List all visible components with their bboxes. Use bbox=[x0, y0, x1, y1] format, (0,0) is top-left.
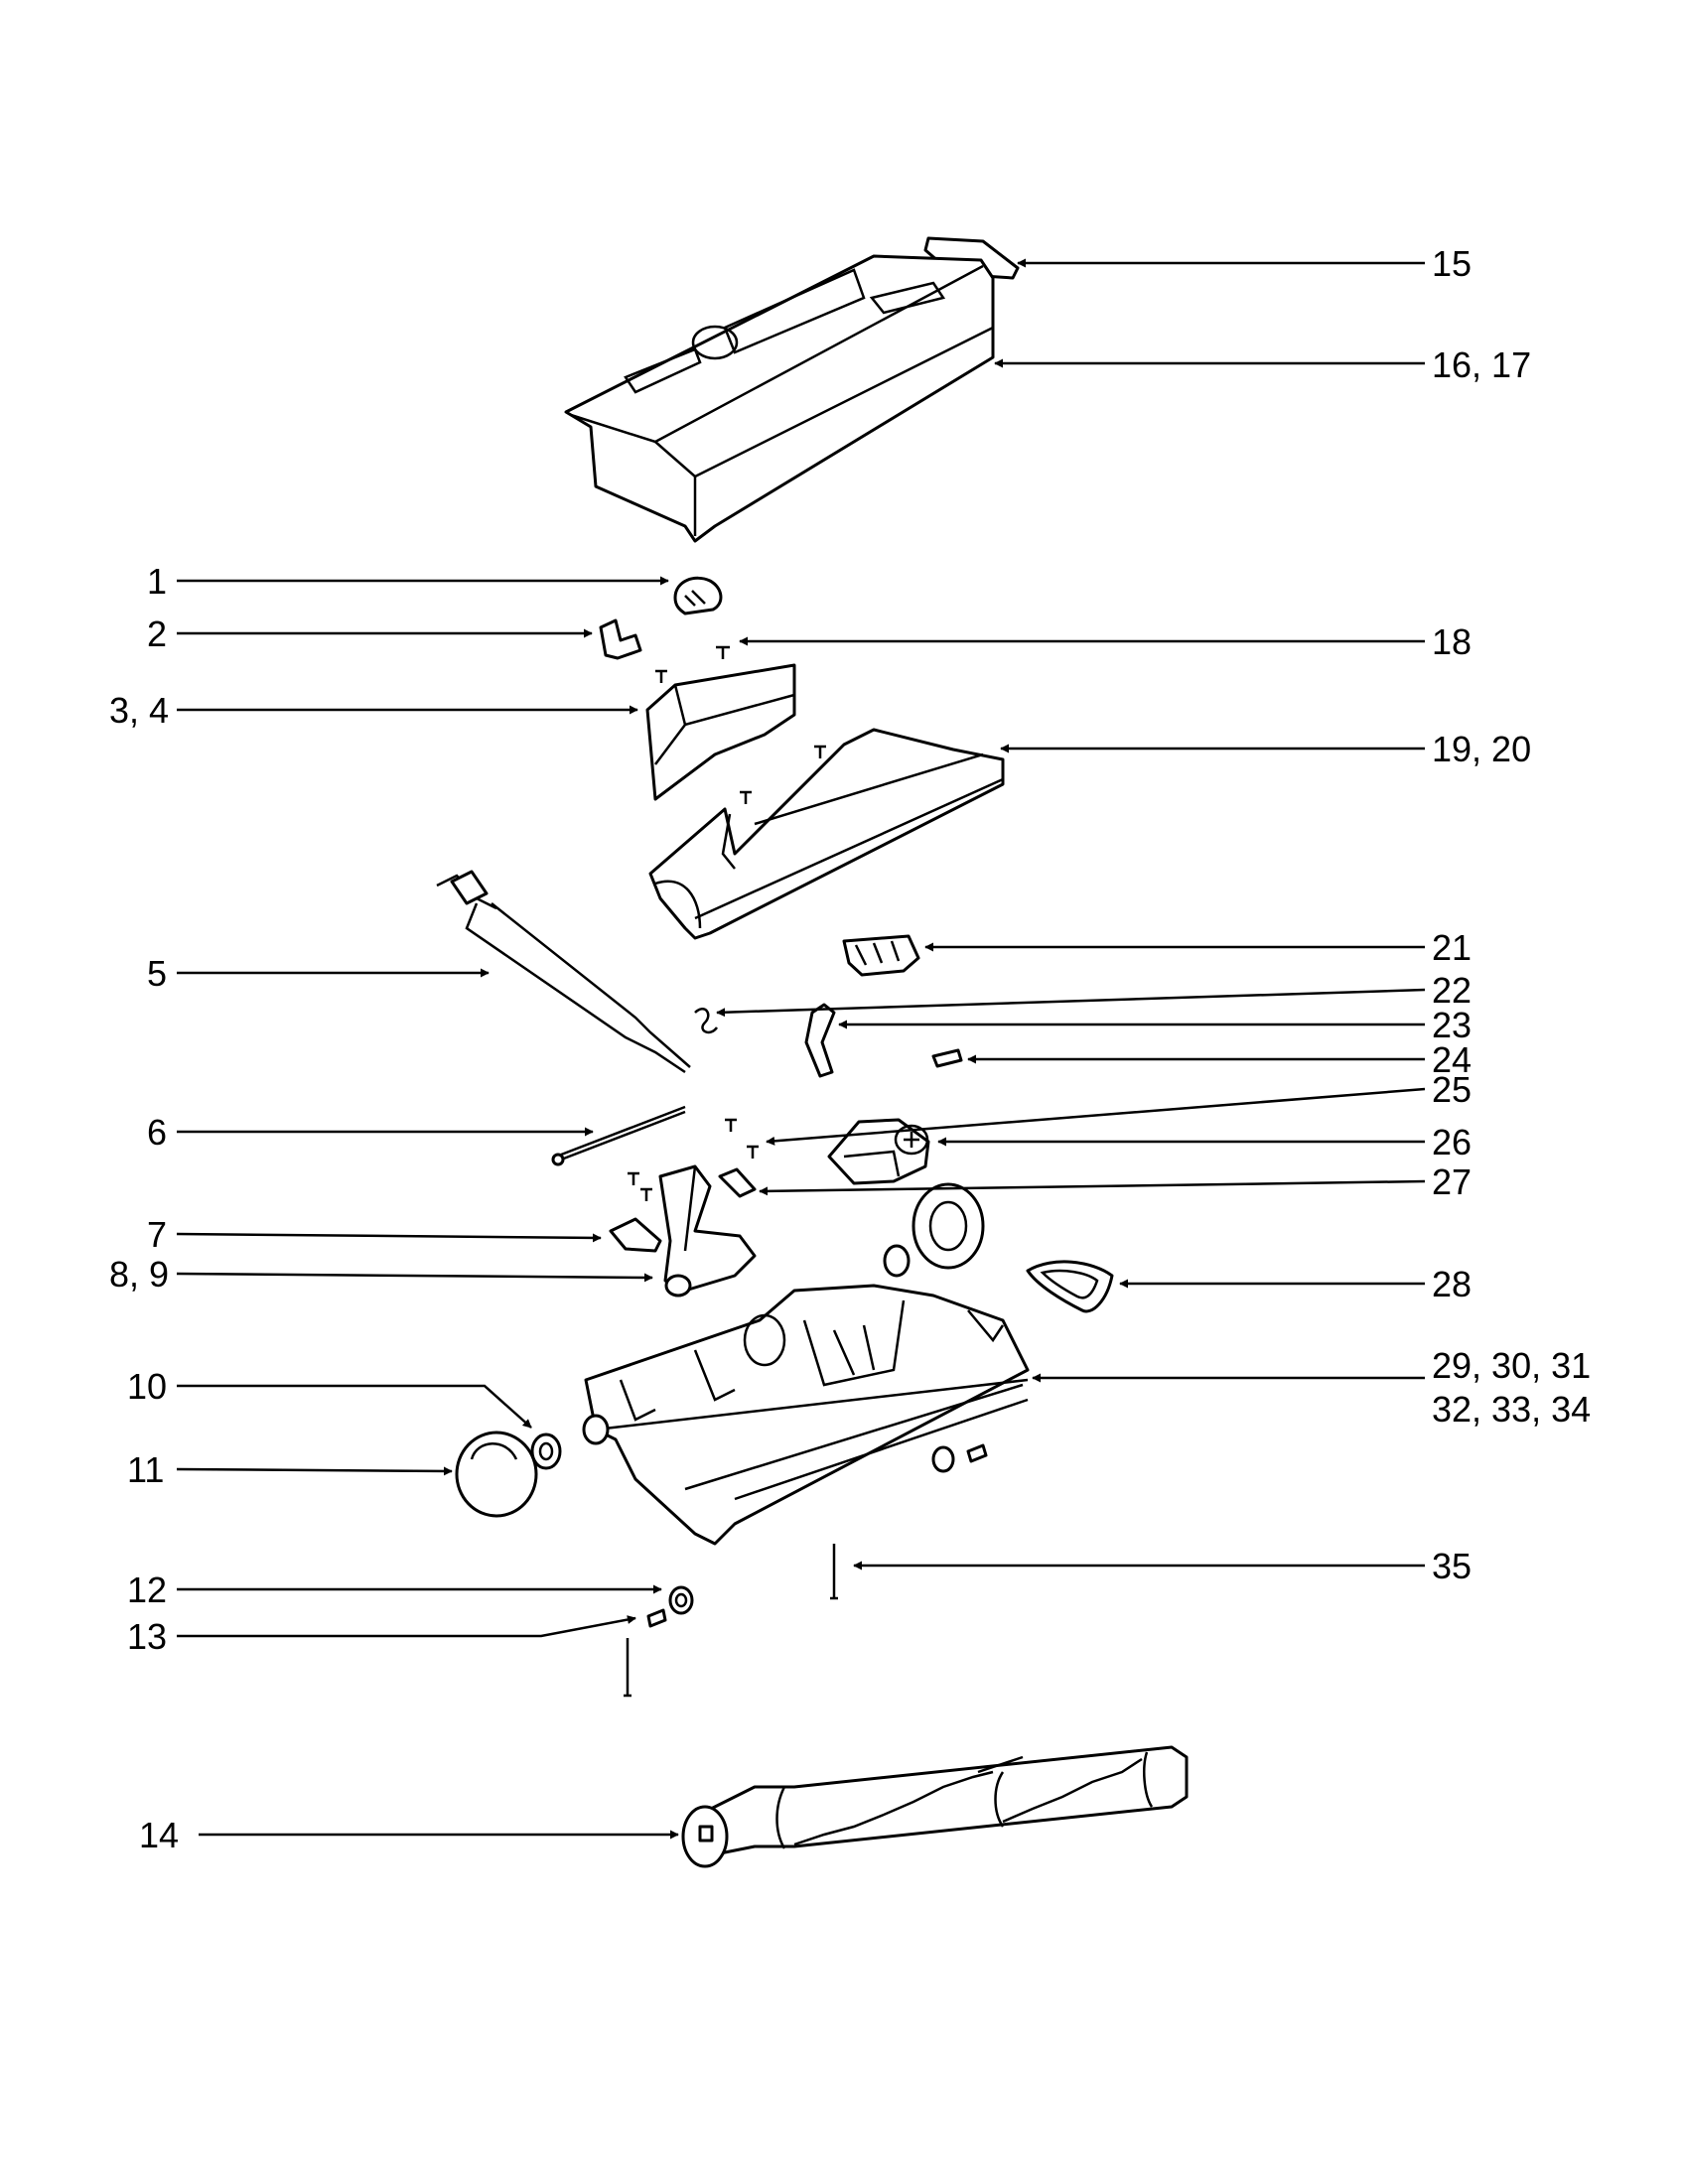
part-13-bushing bbox=[624, 1608, 667, 1698]
part-7-bracket bbox=[609, 1171, 662, 1253]
callout-labels: 15 16, 17 1 2 18 3, 4 19, 20 5 21 22 23 … bbox=[109, 243, 1591, 1855]
callout-18: 18 bbox=[1432, 621, 1472, 662]
callout-10: 10 bbox=[127, 1366, 167, 1407]
part-16-17-hood bbox=[564, 254, 995, 543]
part-19-20-nozzle bbox=[648, 728, 1005, 940]
part-3-4-lamp-housing bbox=[645, 663, 796, 801]
callout-15: 15 bbox=[1432, 243, 1472, 284]
part-2-lamp-socket bbox=[599, 618, 642, 660]
part-25-screws bbox=[725, 1118, 759, 1159]
callout-26: 26 bbox=[1432, 1122, 1472, 1162]
part-14-brushroll bbox=[681, 1745, 1189, 1868]
part-18-screw bbox=[716, 645, 730, 659]
leader-lines bbox=[176, 258, 1426, 1840]
part-10-washer bbox=[530, 1433, 562, 1470]
callout-2: 2 bbox=[147, 614, 167, 654]
callout-29-30-31: 29, 30, 31 bbox=[1432, 1345, 1591, 1386]
part-29-34-base-housing bbox=[582, 1284, 1030, 1546]
callout-11: 11 bbox=[127, 1449, 164, 1490]
callout-19-20: 19, 20 bbox=[1432, 729, 1531, 769]
callout-23: 23 bbox=[1432, 1005, 1472, 1045]
callout-13: 13 bbox=[127, 1616, 167, 1657]
part-11-wheel bbox=[455, 1431, 538, 1518]
part-12-nut bbox=[668, 1585, 694, 1615]
part-21-bottom-plate-clip bbox=[842, 934, 920, 977]
callout-1: 1 bbox=[147, 561, 167, 602]
callout-12: 12 bbox=[127, 1570, 167, 1610]
part-28-belt bbox=[1026, 1260, 1114, 1313]
callout-22: 22 bbox=[1432, 970, 1472, 1011]
callout-6: 6 bbox=[147, 1112, 167, 1153]
callout-24: 24 bbox=[1432, 1039, 1472, 1080]
callout-21: 21 bbox=[1432, 927, 1472, 968]
callout-35: 35 bbox=[1432, 1546, 1472, 1586]
part-27-clip bbox=[718, 1167, 757, 1198]
callout-3-4: 3, 4 bbox=[109, 690, 169, 731]
part-24-pin bbox=[931, 1048, 963, 1068]
part-1-light-bulb bbox=[673, 576, 723, 615]
callout-14: 14 bbox=[139, 1815, 179, 1855]
callout-8-9: 8, 9 bbox=[109, 1254, 169, 1295]
callout-5: 5 bbox=[147, 953, 167, 994]
callout-7: 7 bbox=[147, 1214, 167, 1255]
part-35-axle bbox=[830, 1544, 838, 1600]
callout-28: 28 bbox=[1432, 1264, 1472, 1304]
part-23-lever bbox=[804, 1003, 836, 1078]
part-8-9-handle-socket bbox=[658, 1164, 757, 1297]
callout-32-33-34: 32, 33, 34 bbox=[1432, 1389, 1591, 1430]
part-fan-housing bbox=[883, 1182, 985, 1278]
part-6-rod bbox=[551, 1105, 686, 1166]
callout-16-17: 16, 17 bbox=[1432, 344, 1531, 385]
part-5-power-cord bbox=[436, 870, 691, 1074]
callout-25: 25 bbox=[1432, 1069, 1472, 1110]
part-22-spring bbox=[694, 1007, 719, 1034]
callout-27: 27 bbox=[1432, 1161, 1472, 1202]
